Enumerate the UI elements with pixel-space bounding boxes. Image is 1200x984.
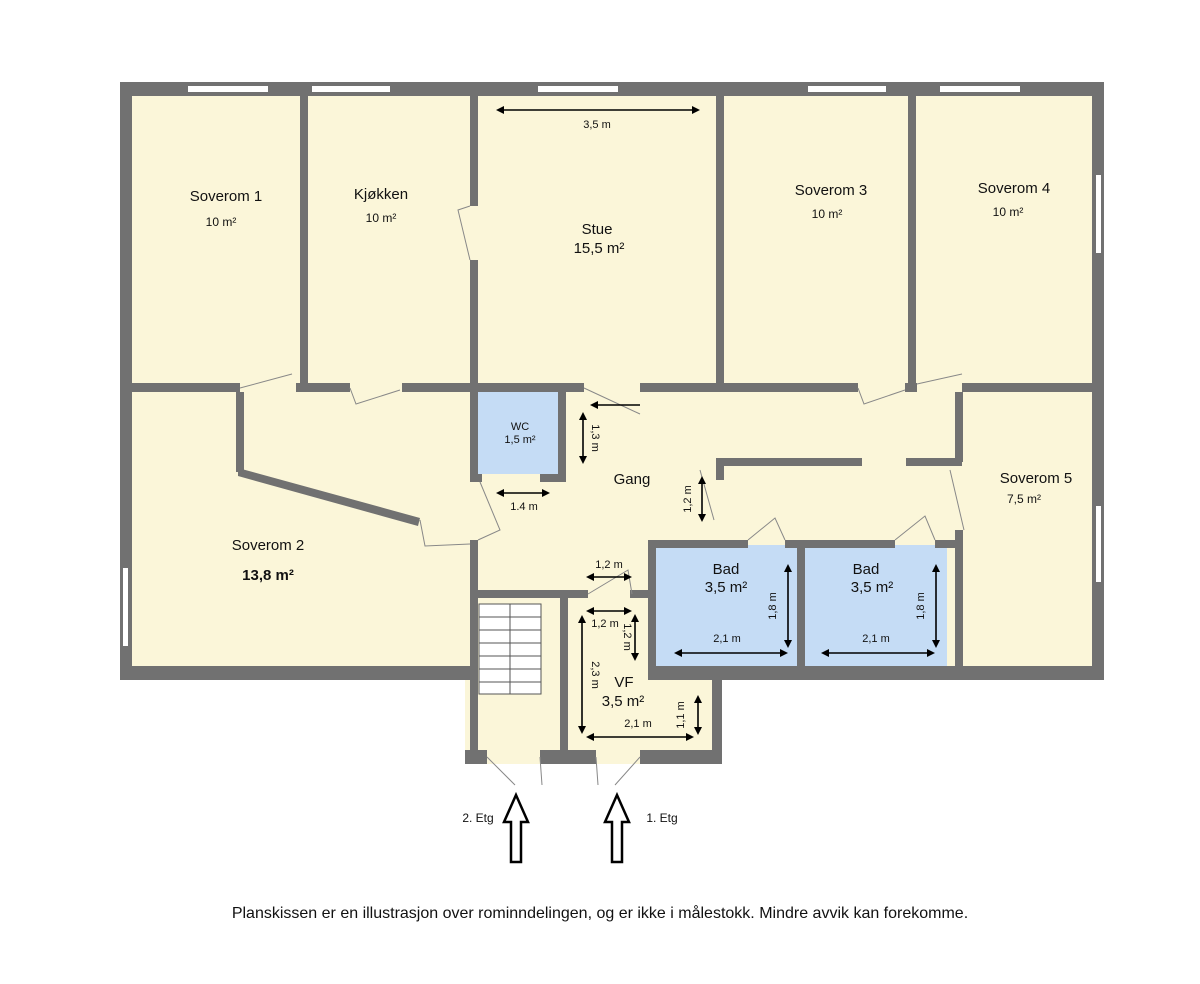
- room-area-vf: 3,5 m²: [602, 693, 645, 710]
- room-name-bad1: Bad: [713, 561, 740, 578]
- dimension-lines: [496, 106, 940, 741]
- dim-vf-inner-w: 1,2 m: [591, 618, 619, 630]
- entrance-arrow-2-etg: [502, 791, 530, 864]
- room-name-soverom4: Soverom 4: [978, 180, 1051, 197]
- room-area-soverom3: 10 m²: [812, 207, 843, 221]
- room-name-kjokken: Kjøkken: [354, 186, 408, 203]
- room-name-wc: WC: [511, 421, 529, 433]
- disclaimer-text: Planskissen er en illustrasjon over romi…: [231, 905, 969, 922]
- dim-bad1-width: 2,1 m: [713, 633, 741, 645]
- room-area-soverom2: 13,8 m²: [242, 567, 294, 584]
- bad1-room: [655, 545, 797, 666]
- room-name-soverom5: Soverom 5: [1000, 470, 1073, 487]
- room-name-bad2: Bad: [853, 561, 880, 578]
- room-name-vf: VF: [614, 674, 633, 691]
- room-name-stue: Stue: [582, 221, 613, 238]
- entrance-arrow-1-etg: [603, 791, 631, 864]
- dim-vf-width: 2,1 m: [624, 718, 652, 730]
- room-area-soverom5: 7,5 m²: [1007, 492, 1041, 506]
- room-name-soverom2: Soverom 2: [232, 537, 305, 554]
- room-area-soverom4: 10 m²: [993, 205, 1024, 219]
- dim-bad1-height: 1,8 m: [767, 592, 779, 620]
- dim-bad2-height: 1,8 m: [915, 592, 927, 620]
- bad2-room: [805, 545, 947, 666]
- room-area-kjokken: 10 m²: [366, 211, 397, 225]
- dim-bad2-width: 2,1 m: [862, 633, 890, 645]
- entrance-label-1-etg: 1. Etg: [646, 811, 677, 825]
- room-area-bad2: 3,5 m²: [851, 579, 894, 596]
- doors: [239, 205, 965, 786]
- room-area-wc: 1,5 m²: [504, 434, 536, 446]
- wc-room: [478, 392, 558, 474]
- room-name-soverom3: Soverom 3: [795, 182, 868, 199]
- dim-stue-width: 3,5 m: [583, 119, 611, 131]
- room-area-stue: 15,5 m²: [574, 240, 625, 257]
- room-area-soverom1: 10 m²: [206, 215, 237, 229]
- dim-wc-door: 1.4 m: [510, 501, 538, 513]
- walls: [120, 82, 1104, 764]
- windows: [123, 86, 1101, 646]
- dim-vf-door: 1,2 m: [595, 559, 623, 571]
- entrance-label-2-etg: 2. Etg: [462, 811, 493, 825]
- dim-vf-inner-h: 1,2 m: [621, 623, 633, 651]
- dim-gang-1-2: 1,2 m: [682, 485, 694, 513]
- room-name-gang: Gang: [614, 471, 651, 488]
- room-name-soverom1: Soverom 1: [190, 188, 263, 205]
- dim-vf-1-1: 1,1 m: [675, 701, 687, 729]
- dim-gang-1-3: 1,3 m: [589, 424, 601, 452]
- staircase: [478, 603, 542, 695]
- dim-vf-height: 2,3 m: [589, 661, 601, 689]
- room-area-bad1: 3,5 m²: [705, 579, 748, 596]
